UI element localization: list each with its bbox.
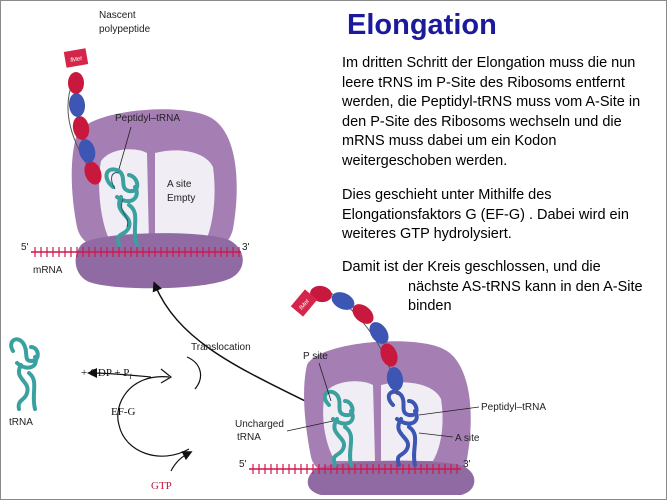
slide-title: Elongation: [347, 9, 497, 41]
translocation-label: Translocation: [191, 342, 251, 353]
top-peptidyl-trna-label: Peptidyl–tRNA: [115, 113, 180, 124]
top-p-site-cavity: [99, 149, 149, 243]
translocation-arrow: [152, 281, 330, 414]
uncharged-label: Uncharged: [235, 419, 284, 430]
paragraph-3: Damit ist der Kreis geschlossen, und die…: [342, 258, 660, 317]
ef-g-cycle-arc: [117, 376, 190, 457]
top-peptidyl-trna: [104, 167, 140, 247]
polypeptide-label: polypeptide: [99, 24, 151, 35]
translocation-cycle: Translocation + GDP + Pi EF-G GTP tRNA: [9, 281, 330, 492]
gdp-label: + GDP + Pi: [81, 367, 132, 381]
bottom-peptidyl-trna-label: Peptidyl–tRNA: [481, 402, 546, 413]
top-ribosome: fMet Nascent polypeptide Peptidyl–tRNA A…: [21, 10, 250, 289]
nascent-label: Nascent: [99, 10, 136, 21]
paragraph-2: Dies geschieht unter Mithilfe des Elonga…: [342, 187, 629, 242]
top-five-prime: 5': [21, 242, 29, 253]
paragraph-3-indented: nächste AS-tRNS kann in den A-Site binde…: [408, 278, 643, 315]
top-three-prime: 3': [242, 242, 250, 253]
p-site-label: P site: [303, 351, 328, 362]
ef-g-label: EF-G: [111, 406, 136, 418]
released-trna: [9, 337, 40, 411]
bottom-mrna: [249, 464, 461, 474]
bottom-ribosome: fMet P site Uncharged tRNA Peptidyl–tRNA…: [235, 285, 546, 495]
bottom-three-prime: 3': [463, 459, 471, 470]
top-nascent-polypeptide: fMet: [63, 48, 102, 185]
top-fmet-box: [63, 48, 89, 68]
top-mrna-label: mRNA: [33, 265, 63, 276]
ef-g-cycle-arc-upper: [186, 356, 202, 390]
bottom-five-prime: 5': [239, 459, 247, 470]
top-a-site-empty-label: Empty: [167, 193, 195, 204]
top-mrna: [31, 247, 241, 257]
bottom-fmet-box: [290, 289, 318, 317]
uncharged-trna-label: tRNA: [237, 432, 261, 443]
bottom-peptidyl-trna: [386, 389, 419, 467]
gdp-release-arrow: [87, 368, 152, 379]
gtp-input-arrow: [170, 451, 193, 472]
paragraph-3-line-1: Damit ist der Kreis geschlossen, und die: [342, 259, 601, 275]
bottom-nascent-polypeptide: fMet: [290, 285, 404, 396]
released-trna-label: tRNA: [9, 417, 33, 428]
top-a-site-label: A site: [167, 179, 192, 190]
gtp-label: GTP: [151, 480, 172, 492]
top-a-site-cavity: [155, 150, 215, 243]
top-small-subunit: [75, 233, 243, 289]
svg-text:fMet: fMet: [70, 56, 83, 64]
paragraph-1: Im dritten Schritt der Elongation muss d…: [342, 55, 641, 169]
bottom-uncharged-trna: [322, 389, 355, 467]
bottom-a-site-label: A site: [455, 433, 480, 444]
